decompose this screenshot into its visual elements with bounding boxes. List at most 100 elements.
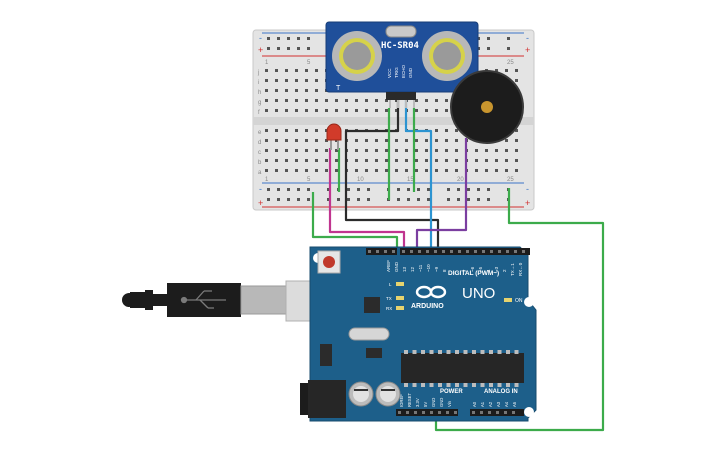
hole bbox=[446, 411, 449, 414]
hole bbox=[425, 109, 428, 112]
hole bbox=[295, 169, 298, 172]
hole bbox=[357, 188, 360, 191]
hole bbox=[305, 79, 308, 82]
hole bbox=[438, 350, 442, 354]
hole bbox=[412, 350, 417, 354]
hole bbox=[415, 159, 418, 162]
pin-0-label: RX←0 bbox=[518, 262, 523, 276]
hole bbox=[265, 149, 268, 152]
hole bbox=[455, 139, 458, 142]
hole bbox=[277, 188, 280, 191]
hole bbox=[365, 159, 368, 162]
wire-purple-buzzer[interactable] bbox=[415, 138, 468, 252]
hole bbox=[457, 198, 460, 201]
red-led[interactable] bbox=[326, 123, 342, 150]
power-pin-3v3: 3.3V bbox=[415, 398, 420, 407]
hole bbox=[287, 47, 290, 50]
hole bbox=[405, 169, 408, 172]
piezo-buzzer[interactable] bbox=[450, 70, 524, 144]
ultrasonic-sensor[interactable]: HC-SR04 T VCC TRIG ECHO GND bbox=[325, 21, 479, 108]
hole bbox=[415, 149, 418, 152]
hole bbox=[267, 47, 270, 50]
pin-11-label: ~11 bbox=[418, 264, 423, 272]
hole bbox=[275, 169, 278, 172]
hole bbox=[514, 350, 519, 354]
hole bbox=[404, 383, 408, 387]
hole bbox=[365, 149, 368, 152]
usb-chip bbox=[364, 297, 380, 313]
hole bbox=[384, 250, 387, 253]
sensor-corner-mark: T bbox=[336, 85, 341, 92]
wire-blue-echo[interactable] bbox=[404, 92, 433, 252]
hole bbox=[287, 188, 290, 191]
wire-green-gnd[interactable] bbox=[434, 188, 605, 432]
hole bbox=[487, 37, 490, 40]
sensor-model-label: HC-SR04 bbox=[381, 41, 420, 51]
hole bbox=[395, 139, 398, 142]
hole bbox=[504, 411, 507, 414]
pin-5-label: ~5 bbox=[478, 266, 483, 272]
bottom-header-holes bbox=[398, 411, 515, 414]
hole bbox=[458, 250, 461, 253]
hole bbox=[365, 169, 368, 172]
hole bbox=[365, 139, 368, 142]
hole bbox=[422, 411, 425, 414]
microcontroller-chip bbox=[401, 353, 524, 383]
rail-sign-bottom-minus: - bbox=[259, 184, 262, 194]
hole bbox=[434, 250, 437, 253]
hole bbox=[265, 89, 268, 92]
wire-black-sensor-gnd[interactable] bbox=[344, 92, 440, 252]
hole bbox=[275, 89, 278, 92]
arduino-uno-board[interactable]: AREF GND 13 12 ~11 ~10 ~9 8 7 ~6 ~5 4 ~3… bbox=[300, 246, 537, 422]
hole bbox=[307, 47, 310, 50]
hole bbox=[355, 109, 358, 112]
hole bbox=[485, 159, 488, 162]
row-letter-a: a bbox=[258, 170, 262, 176]
hole bbox=[305, 129, 308, 132]
wire-magenta-led[interactable] bbox=[328, 148, 406, 252]
hole bbox=[445, 169, 448, 172]
hole bbox=[275, 79, 278, 82]
digital-header-holes bbox=[368, 250, 525, 253]
hole bbox=[325, 99, 328, 102]
hole bbox=[515, 149, 518, 152]
hole bbox=[385, 139, 388, 142]
wire-green-led-gnd[interactable] bbox=[311, 192, 399, 252]
row-letter-j: j bbox=[257, 70, 259, 76]
hole bbox=[415, 139, 418, 142]
hole bbox=[398, 411, 401, 414]
led-rx-indicator bbox=[396, 306, 404, 310]
hole bbox=[505, 69, 508, 72]
pin-2-label: 2 bbox=[502, 269, 507, 272]
hole bbox=[505, 139, 508, 142]
hole bbox=[404, 350, 408, 354]
hole bbox=[515, 69, 518, 72]
hole bbox=[305, 109, 308, 112]
capacitor-right bbox=[375, 381, 401, 407]
gnd-label-top: GND bbox=[394, 261, 399, 272]
hole bbox=[412, 383, 417, 387]
arduino-logo-icon bbox=[415, 285, 447, 299]
rail-sign-top-minus: - bbox=[259, 33, 262, 43]
hole bbox=[415, 109, 418, 112]
sensor-pin-gnd: GND bbox=[408, 67, 413, 78]
hole bbox=[514, 250, 517, 253]
hole bbox=[407, 198, 410, 201]
capacitor-left bbox=[348, 381, 374, 407]
hole bbox=[265, 109, 268, 112]
reset-button-cap[interactable] bbox=[323, 256, 335, 268]
hole bbox=[425, 139, 428, 142]
rail-sign-bottom-plus-right: + bbox=[525, 198, 530, 208]
led-label-tx: TX bbox=[386, 296, 392, 301]
hole bbox=[295, 139, 298, 142]
hole bbox=[472, 383, 476, 387]
hole bbox=[466, 250, 469, 253]
hole bbox=[297, 188, 300, 191]
hole bbox=[275, 109, 278, 112]
hole bbox=[367, 198, 370, 201]
hole bbox=[421, 350, 425, 354]
hole bbox=[407, 188, 410, 191]
hole bbox=[417, 188, 420, 191]
hole bbox=[475, 169, 478, 172]
hole bbox=[488, 411, 491, 414]
